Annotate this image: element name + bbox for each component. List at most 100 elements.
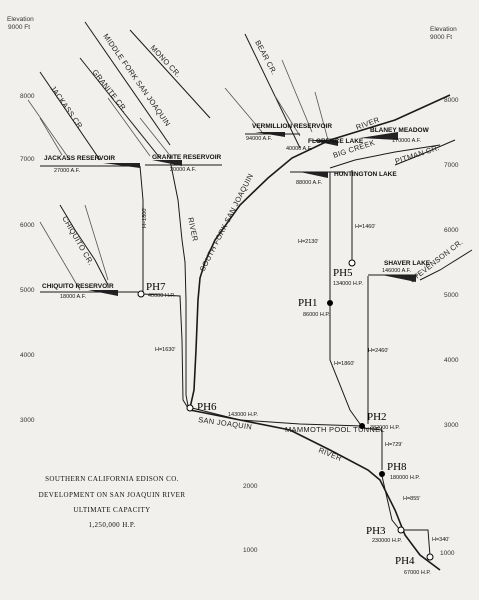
ph4-marker xyxy=(426,553,434,561)
florence-lake-capacity: 40000 A.F. xyxy=(286,146,312,152)
shaver-lake-capacity: 146000 A.F. xyxy=(382,268,412,274)
granite-cr-label: GRANITE CR. xyxy=(90,68,129,114)
ph5-hp: 134000 H.P. xyxy=(333,281,363,287)
left-elevation-9000: 9000 Ft xyxy=(8,24,30,31)
left-tick-6000: 6000 xyxy=(20,222,35,229)
granite-side-stream-2 xyxy=(139,117,173,159)
powerhouses: PH7 40000 H.P. PH6 143000 H.P. PH1 86000… xyxy=(137,259,434,576)
mammoth-pool-tunnel xyxy=(191,407,363,427)
middle-fork-label: MIDDLE FORK SAN JOAQUIN xyxy=(101,32,172,128)
chiquito-creek: CHIQUITO CR. xyxy=(39,204,109,291)
granite-side-stream xyxy=(107,97,151,157)
river-west-stream xyxy=(169,159,189,407)
head-1630: H=1630' xyxy=(155,347,175,353)
conduit-ph1-ph2 xyxy=(329,304,361,425)
ph6-marker xyxy=(186,404,194,412)
conduit-ph2-ph8 xyxy=(361,427,383,470)
granite-creek-stream xyxy=(79,57,161,159)
head-340: H=340' xyxy=(432,537,449,543)
title-block: SOUTHERN CALIFORNIA EDISON CO. DEVELOPME… xyxy=(39,475,186,529)
pitman-cr-label: PITMAN CR. xyxy=(394,143,441,166)
shaver-lake-shape xyxy=(382,275,416,282)
elevation-scale: Elevation 9000 Ft Elevation 9000 Ft 8000… xyxy=(7,16,459,557)
huntington-lake-shape xyxy=(300,172,328,178)
head-2460: H=2460' xyxy=(368,348,388,354)
mono-creek-stream xyxy=(129,29,211,119)
ph7-hp: 40000 H.P. xyxy=(148,293,175,299)
title-company: SOUTHERN CALIFORNIA EDISON CO. xyxy=(45,475,179,483)
conduit-ph7-ph6 xyxy=(142,293,189,409)
title-capacity-value: 1,250,000 H.P. xyxy=(88,521,135,529)
head-729: H=729' xyxy=(385,442,402,448)
mammoth-pool-label: MAMMOTH POOL TUNNEL xyxy=(285,425,385,434)
ph3-hp: 230000 H.P. xyxy=(372,538,402,544)
jackass-creek-stream xyxy=(39,71,101,161)
ph8-marker xyxy=(379,471,385,477)
shaver-lake-name: SHAVER LAKE xyxy=(384,260,431,267)
river-west-label: RIVER xyxy=(186,217,200,243)
left-tick-5000: 5000 xyxy=(20,287,35,294)
left-elevation-header: Elevation xyxy=(7,16,34,23)
center-tick-2000: 2000 xyxy=(243,483,258,490)
vermillion-side-stream xyxy=(224,87,263,133)
right-elevation-9000: 9000 Ft xyxy=(430,34,452,41)
blaney-meadow-shape xyxy=(360,132,398,140)
chiquito-reservoir-name: CHIQUITO RESERVOIR xyxy=(42,283,114,290)
right-tick-8000: 8000 xyxy=(444,97,459,104)
head-855: H=855' xyxy=(403,496,420,502)
conduits: H=1800' H=1630' H=2130' H=1460' H=1860' … xyxy=(139,165,449,557)
pitman-creek-stream xyxy=(394,139,456,166)
jackass-side-stream xyxy=(27,99,71,161)
river-lower-label: RIVER xyxy=(317,446,343,464)
florence-lake-shape xyxy=(310,140,338,146)
bear-creek-stream xyxy=(244,33,301,149)
jackass-cr-label: JACKASS CR. xyxy=(48,84,85,132)
ph4-name: PH4 xyxy=(395,555,415,567)
chiquito-side-stream-2 xyxy=(84,204,109,281)
ph7-name: PH7 xyxy=(146,281,166,293)
left-tick-3000: 3000 xyxy=(20,417,35,424)
right-tick-5000: 5000 xyxy=(444,292,459,299)
vermillion-reservoir-capacity: 94000 A.F. xyxy=(246,136,272,142)
blaney-meadow-capacity: 170000 A.F. xyxy=(392,138,422,144)
chiquito-reservoir-capacity: 18000 A.F. xyxy=(60,294,86,300)
middle-fork-stream xyxy=(84,21,171,146)
title-development: DEVELOPMENT ON SAN JOAQUIN RIVER xyxy=(39,491,186,499)
lower-river: SAN JOAQUIN RIVER xyxy=(189,409,441,571)
conduit-ph3-ph4 xyxy=(402,529,431,557)
chiquito-reservoir-shape xyxy=(88,290,118,296)
title-capacity-label: ULTIMATE CAPACITY xyxy=(73,506,150,514)
left-tick-7000: 7000 xyxy=(20,156,35,163)
ph2-hp: 382000 H.P. xyxy=(370,425,400,431)
right-tick-1000: 1000 xyxy=(440,550,455,557)
right-tick-7000: 7000 xyxy=(444,162,459,169)
jackass-reservoir-capacity: 27000 A.F. xyxy=(54,168,80,174)
ph4-hp: 67000 H.P. xyxy=(404,570,431,576)
ph6-name: PH6 xyxy=(197,401,217,413)
ph1-hp: 86000 H.P. xyxy=(303,312,330,318)
mono-cr-label: MONO CR. xyxy=(149,43,183,79)
right-elevation-header: Elevation xyxy=(430,26,457,33)
upper-tributaries: MIDDLE FORK SAN JOAQUIN MONO CR. GRANITE… xyxy=(27,21,329,161)
bear-cr-label: BEAR CR. xyxy=(253,39,279,77)
granite-reservoir-capacity: 20000 A.F. xyxy=(170,167,196,173)
ph2-marker xyxy=(359,423,365,429)
vermillion-reservoir-name: VERMILLION RESERVOIR xyxy=(252,123,332,130)
head-1860: H=1860' xyxy=(334,361,354,367)
chiquito-creek-stream xyxy=(59,204,109,286)
ph3-marker xyxy=(397,526,405,534)
left-tick-8000: 8000 xyxy=(20,93,35,100)
head-2130: H=2130' xyxy=(298,239,318,245)
center-tick-1000: 1000 xyxy=(243,547,258,554)
florence-lake-name: FLORENCE LAKE xyxy=(308,138,364,145)
head-1800: H=1800' xyxy=(142,208,148,228)
bear-side-stream-2 xyxy=(274,95,301,137)
ph7-marker xyxy=(137,290,145,298)
ph6-hp: 143000 H.P. xyxy=(228,412,258,418)
ph5-marker xyxy=(348,259,356,267)
right-tick-4000: 4000 xyxy=(444,357,459,364)
ph3-name: PH3 xyxy=(366,525,386,537)
florence-side-stream xyxy=(314,91,329,141)
granite-reservoir-name: GRANITE RESERVOIR xyxy=(152,154,222,161)
